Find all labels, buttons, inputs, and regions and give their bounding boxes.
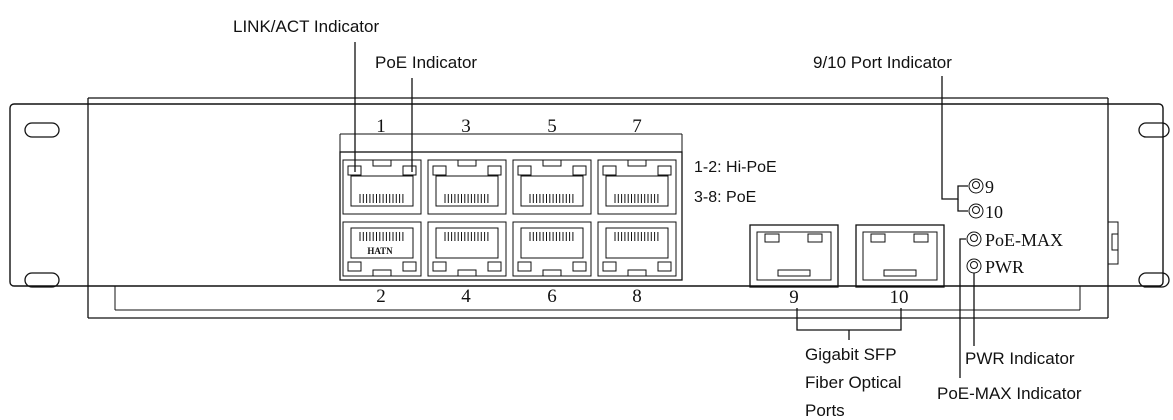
rj45-port-8 xyxy=(597,221,677,277)
callout-link-act: LINK/ACT Indicator xyxy=(233,17,379,36)
led-label-9: 9 xyxy=(985,177,994,197)
sfp-port-10 xyxy=(855,224,945,288)
port-label-3: 3 xyxy=(461,116,471,137)
port-1-poe-led xyxy=(402,165,417,176)
status-leds xyxy=(966,178,984,274)
callout-poe-max: PoE-MAX Indicator xyxy=(937,384,1082,403)
port-5-poe-led xyxy=(572,165,587,176)
port-4-poe-led xyxy=(487,261,502,272)
port-3-link-led xyxy=(432,165,447,176)
callout-pwr: PWR Indicator xyxy=(965,349,1075,368)
led-inner-ring xyxy=(972,206,980,214)
port-label-2: 2 xyxy=(376,286,386,307)
led-inner-ring xyxy=(970,234,978,242)
port-7-link-led xyxy=(602,165,617,176)
sfp-port-9 xyxy=(749,224,839,288)
rj45-port-5 xyxy=(512,159,592,215)
poe-legend-line1: 1-2: Hi-PoE xyxy=(694,159,777,176)
mount-hole-top-right xyxy=(1138,122,1170,138)
port-2-link-led xyxy=(347,261,362,272)
sfp-label-10: 10 xyxy=(890,287,909,308)
rj45-port-6 xyxy=(512,221,592,277)
port-8-link-led xyxy=(602,261,617,272)
mount-hole-top-left xyxy=(24,122,60,138)
led-label-10: 10 xyxy=(985,202,1003,222)
callout-sfp-line2: Fiber Optical xyxy=(805,373,901,392)
mount-hole-bottom-left xyxy=(24,272,60,288)
port-2-marking: HATN xyxy=(367,246,393,256)
callout-line-poe-max xyxy=(959,238,966,378)
led-10 xyxy=(968,203,984,219)
led-label-pwr: PWR xyxy=(985,257,1024,277)
led-inner-ring xyxy=(970,261,978,269)
rj45-port-1 xyxy=(342,159,422,215)
port-8-poe-led xyxy=(657,261,672,272)
led-label-poemax: PoE-MAX xyxy=(985,230,1063,250)
port-label-7: 7 xyxy=(632,116,642,137)
port-5-link-led xyxy=(517,165,532,176)
callout-port-9-10: 9/10 Port Indicator xyxy=(813,53,952,72)
port-label-4: 4 xyxy=(461,286,471,307)
rj45-port-block xyxy=(339,133,683,281)
port-label-5: 5 xyxy=(547,116,557,137)
rj45-port-2 xyxy=(342,221,422,277)
port-7-poe-led xyxy=(657,165,672,176)
port-3-poe-led xyxy=(487,165,502,176)
rj45-block-outline xyxy=(339,151,683,281)
mount-hole-bottom-right xyxy=(1138,272,1170,288)
front-panel-outline xyxy=(9,103,1164,287)
port-label-6: 6 xyxy=(547,286,557,307)
sfp-label-9: 9 xyxy=(789,287,799,308)
callout-sfp-line1: Gigabit SFP xyxy=(805,345,897,364)
led-poe-max xyxy=(966,231,982,247)
rj45-port-7 xyxy=(597,159,677,215)
callout-poe: PoE Indicator xyxy=(375,53,477,72)
led-9 xyxy=(968,178,984,194)
port-6-poe-led xyxy=(572,261,587,272)
callout-bracket-sfp xyxy=(796,308,902,331)
rj45-port-3 xyxy=(427,159,507,215)
port-4-link-led xyxy=(432,261,447,272)
chassis xyxy=(9,97,1170,319)
port-label-8: 8 xyxy=(632,286,642,307)
port-label-1: 1 xyxy=(376,116,386,137)
callout-sfp-line3: Ports xyxy=(805,401,845,420)
led-inner-ring xyxy=(972,181,980,189)
port-6-link-led xyxy=(517,261,532,272)
rj45-port-4 xyxy=(427,221,507,277)
poe-legend-line2: 3-8: PoE xyxy=(694,189,756,206)
callout-lines xyxy=(354,42,975,378)
port-2-poe-led xyxy=(402,261,417,272)
